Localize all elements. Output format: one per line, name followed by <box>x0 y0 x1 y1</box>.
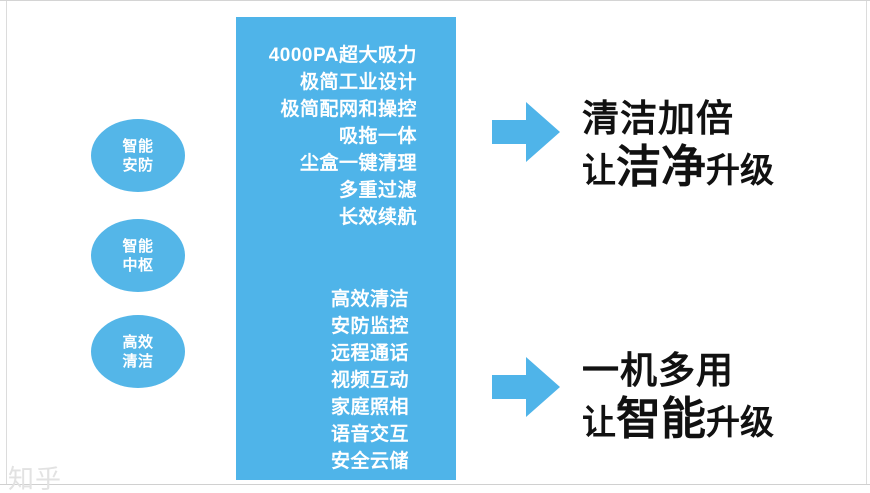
headline-cleaning-benefit: 清洁加倍 让洁净升级 <box>582 96 774 204</box>
slide-frame-right <box>866 1 867 484</box>
feature-item: 视频互动 <box>330 370 409 391</box>
headline-suffix: 升级 <box>706 404 775 442</box>
feature-panel: 4000PA超大吸力 极简工业设计 极简配网和操控 吸拖一体 尘盒一键清理 多重… <box>236 17 456 480</box>
feature-item: 安防监控 <box>330 316 409 337</box>
watermark: 知乎 <box>8 464 63 493</box>
category-circle-efficient-clean[interactable]: 高效 清洁 <box>91 315 185 388</box>
headline-smart-benefit: 一机多用 让智能升级 <box>582 348 774 456</box>
headline-prefix: 让 <box>582 152 616 190</box>
headline-line-2: 让智能升级 <box>582 393 774 456</box>
category-circle-line2: 清洁 <box>122 352 154 370</box>
category-circle-line1: 智能 <box>122 237 154 255</box>
feature-item: 极简配网和操控 <box>280 99 417 120</box>
feature-item: 远程通话 <box>330 343 409 364</box>
feature-item: 高效清洁 <box>330 289 409 310</box>
feature-item: 4000PA超大吸力 <box>268 45 417 66</box>
feature-item: 家庭照相 <box>330 397 409 418</box>
feature-item: 长效续航 <box>338 207 417 228</box>
arrow-right-icon <box>492 102 560 162</box>
headline-emphasis: 洁净 <box>616 141 707 192</box>
category-circle-smart-security[interactable]: 智能 安防 <box>91 119 185 192</box>
category-circle-smart-hub[interactable]: 智能 中枢 <box>91 219 185 292</box>
feature-item: 吸拖一体 <box>338 126 417 147</box>
headline-line-2: 让洁净升级 <box>582 141 774 204</box>
feature-item: 尘盒一键清理 <box>299 153 417 174</box>
arrow-right-icon <box>492 357 560 417</box>
category-circle-line1: 智能 <box>122 137 154 155</box>
category-circle-line2: 安防 <box>122 156 154 174</box>
feature-item: 语音交互 <box>330 424 409 445</box>
slide-frame-top <box>0 0 870 1</box>
headline-emphasis: 智能 <box>616 393 707 444</box>
headline-prefix: 让 <box>582 404 616 442</box>
feature-list-cleaning: 4000PA超大吸力 极简工业设计 极简配网和操控 吸拖一体 尘盒一键清理 多重… <box>236 42 456 231</box>
headline-line-1: 一机多用 <box>582 350 734 391</box>
slide-frame-bottom <box>0 484 870 485</box>
category-circle-line1: 高效 <box>122 333 154 351</box>
feature-item: 多重过滤 <box>338 180 417 201</box>
feature-item: 极简工业设计 <box>299 72 417 93</box>
slide-frame-left <box>6 1 7 484</box>
feature-list-smart: 高效清洁 安防监控 远程通话 视频互动 家庭照相 语音交互 安全云储 <box>236 286 456 475</box>
headline-suffix: 升级 <box>706 152 775 190</box>
category-circle-line2: 中枢 <box>122 256 154 274</box>
headline-line-1: 清洁加倍 <box>582 98 734 139</box>
feature-item: 安全云储 <box>330 451 409 472</box>
